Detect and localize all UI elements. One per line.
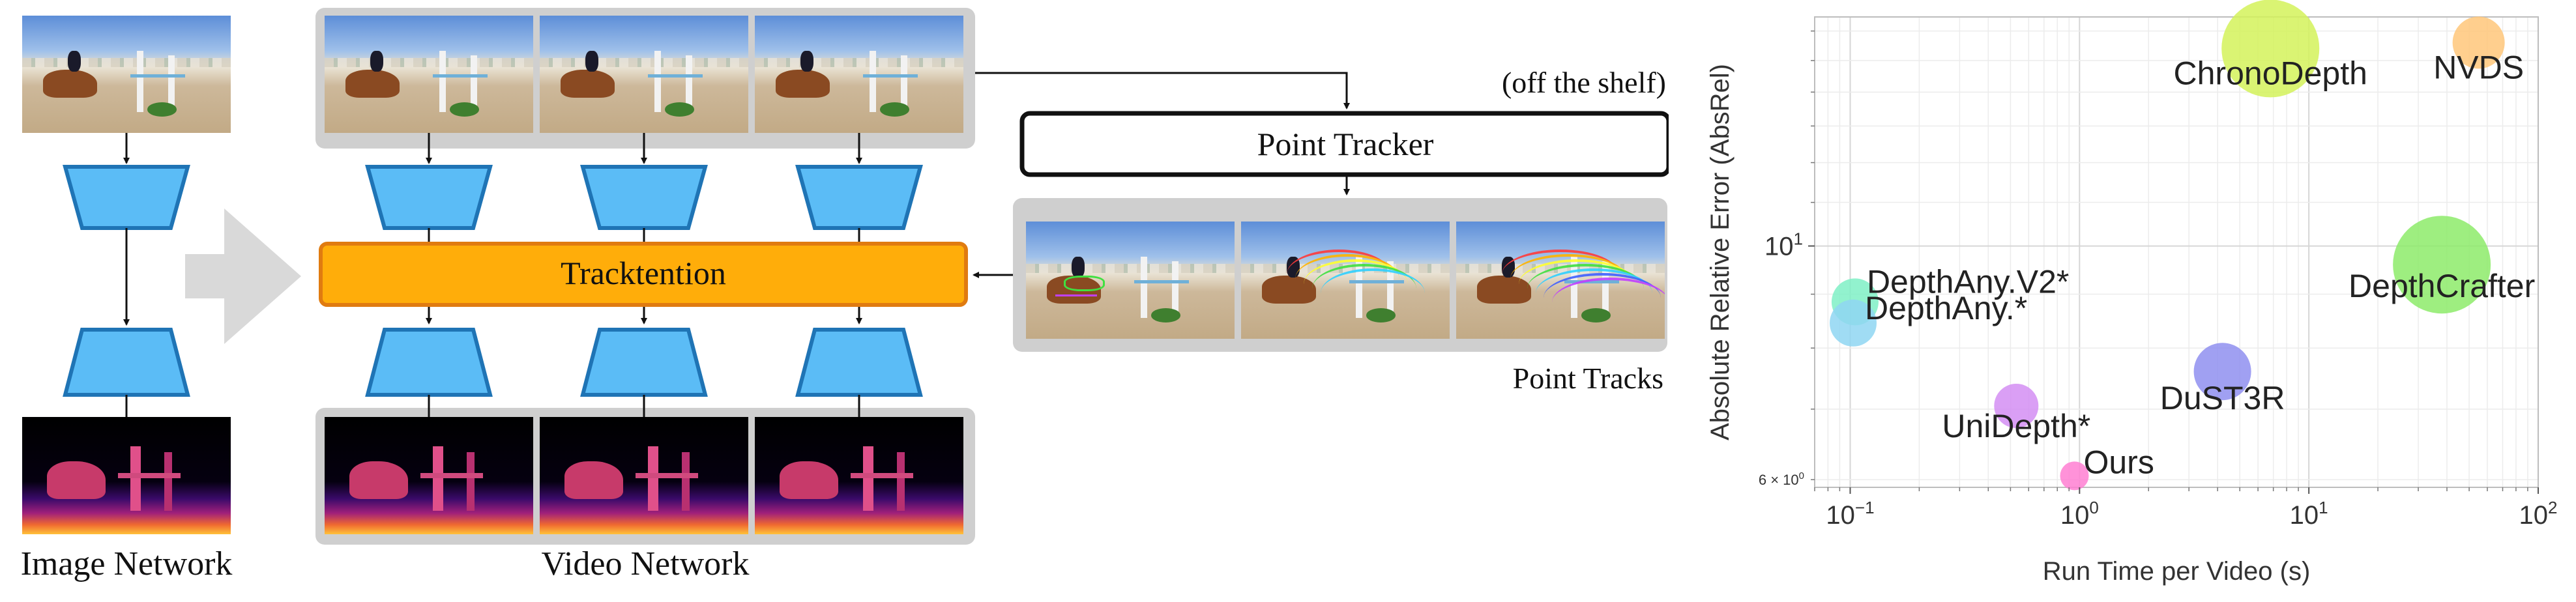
input-frame-3 (755, 16, 963, 133)
x-axis-label: Run Time per Video (s) (2043, 557, 2311, 586)
big-transfer-arrow (185, 208, 301, 344)
point-label: ChronoDepth (2174, 55, 2367, 91)
depth-frame-3 (755, 417, 963, 534)
image-encoder-block (63, 165, 190, 230)
y-axis-label: Absolute Relative Error (AbsRel) (1706, 64, 1734, 440)
video-decoder-block-3 (795, 328, 923, 397)
video-column-1 (365, 133, 493, 417)
point-ours (2060, 461, 2089, 491)
x-tick-label: 10−1 (1826, 498, 1874, 530)
video-decoder-block-2 (580, 328, 708, 397)
tracktention-label: Tracktention (561, 255, 726, 291)
video-encoder-block-2 (580, 165, 708, 230)
point-depthany- (1830, 299, 1877, 347)
depth-frame-image (22, 417, 231, 534)
y-tick-label: 6 × 100 (1759, 470, 1804, 488)
point-chronodepth (2221, 0, 2320, 98)
point-dust3r (2193, 343, 2251, 401)
point-label: DepthCrafter (2349, 268, 2535, 304)
point-label: NVDS (2433, 49, 2524, 85)
track-frame-3 (1456, 222, 1665, 339)
diagram-arrows-and-blocks (63, 72, 1669, 417)
off-the-shelf-label: (off the shelf) (1501, 66, 1666, 99)
y-tick-label: 101 (1764, 229, 1803, 261)
image-decoder-block (63, 328, 190, 397)
video-column-3 (795, 133, 923, 417)
input-frame-image (22, 16, 231, 133)
x-tick-label: 100 (2060, 498, 2099, 530)
video-column-2 (580, 133, 708, 417)
input-frame-1 (325, 16, 533, 133)
depth-frame-1 (325, 417, 533, 534)
video-encoder-block-1 (365, 165, 493, 230)
point-depthcrafter (2393, 216, 2491, 314)
point-label: UniDepth* (1942, 408, 2090, 444)
chart-grid (1814, 17, 2539, 487)
x-tick-label: 101 (2290, 498, 2328, 530)
point-tracker-block (1019, 111, 1669, 177)
point-label: DuST3R (2160, 380, 2285, 416)
point-label: DepthAny.V2* (1867, 263, 2069, 300)
point-label: Ours (2083, 444, 2154, 480)
track-frame-1 (1026, 222, 1235, 339)
plot-area-border (1814, 16, 2539, 488)
point-tracker-label: Point Tracker (1257, 126, 1434, 162)
depth-frame-2 (540, 417, 748, 534)
tracktention-block (319, 242, 968, 307)
point-label: DepthAny.* (1865, 290, 2027, 326)
point-tracks-label: Point Tracks (1512, 362, 1663, 395)
video-decoder-block-1 (365, 328, 493, 397)
video-encoder-block-3 (795, 165, 923, 230)
video-network-label: Video Network (541, 545, 750, 582)
point-nvds (2452, 16, 2505, 69)
track-frame-2 (1241, 222, 1450, 339)
image-network-label: Image Network (20, 545, 233, 582)
x-tick-label: 102 (2519, 498, 2558, 530)
point-unidepth- (1994, 383, 2039, 428)
input-frame-2 (540, 16, 748, 133)
